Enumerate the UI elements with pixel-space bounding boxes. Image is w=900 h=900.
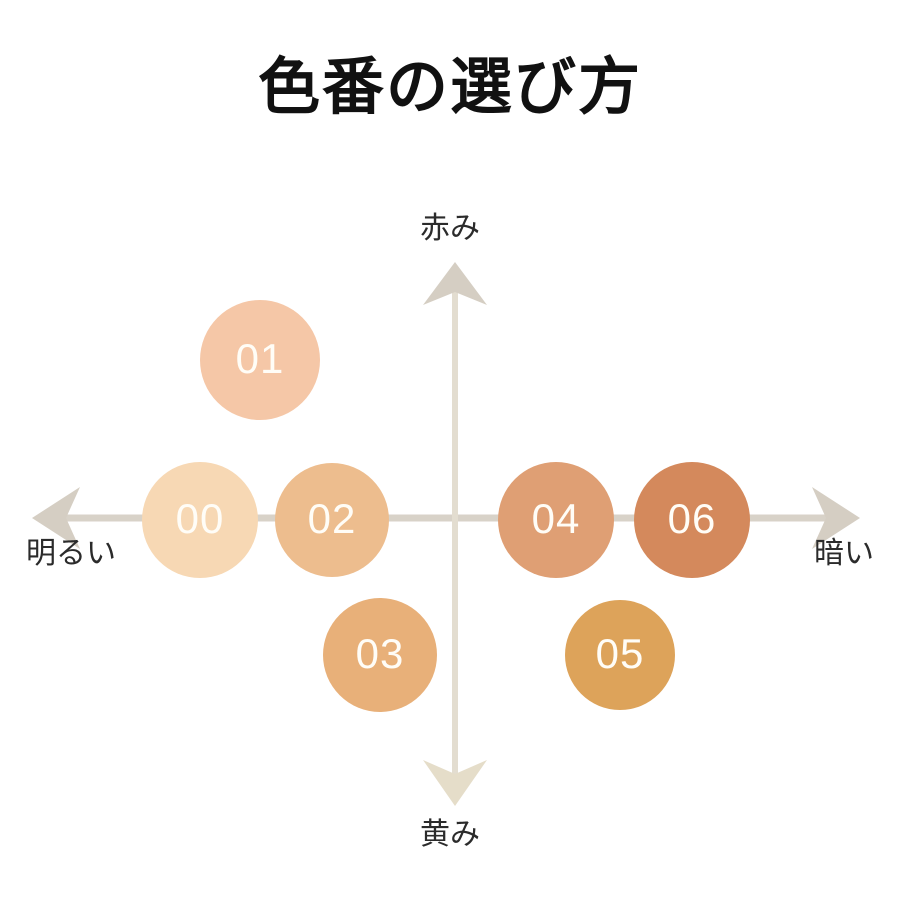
shade-bubble-04[interactable]: 04 (498, 462, 614, 578)
arrow-right-icon (812, 487, 860, 549)
axis-label-left: 明るい (26, 537, 116, 570)
shade-bubble-06[interactable]: 06 (634, 462, 750, 578)
shade-bubble-02[interactable]: 02 (275, 463, 389, 577)
arrow-up-icon (423, 262, 487, 305)
shade-bubble-00[interactable]: 00 (142, 462, 258, 578)
arrow-left-icon (32, 487, 80, 549)
page-title: 色番の選び方 (257, 53, 642, 122)
shade-bubble-03[interactable]: 03 (323, 598, 437, 712)
shade-bubble-label: 01 (235, 335, 285, 382)
shade-bubble-label: 03 (355, 630, 405, 677)
shade-bubble-label: 02 (307, 495, 357, 542)
arrow-down-icon (423, 760, 487, 806)
axis-label-bottom: 黄み (420, 818, 480, 851)
shade-bubble-01[interactable]: 01 (200, 300, 320, 420)
shade-bubble-label: 05 (595, 630, 645, 677)
shade-bubble-label: 04 (531, 495, 581, 542)
shade-bubble-label: 00 (175, 495, 225, 542)
axis-label-top: 赤み (420, 212, 480, 245)
shade-bubble-05[interactable]: 05 (565, 600, 675, 710)
axis-label-right: 暗い (814, 537, 874, 570)
shade-bubble-label: 06 (667, 495, 717, 542)
